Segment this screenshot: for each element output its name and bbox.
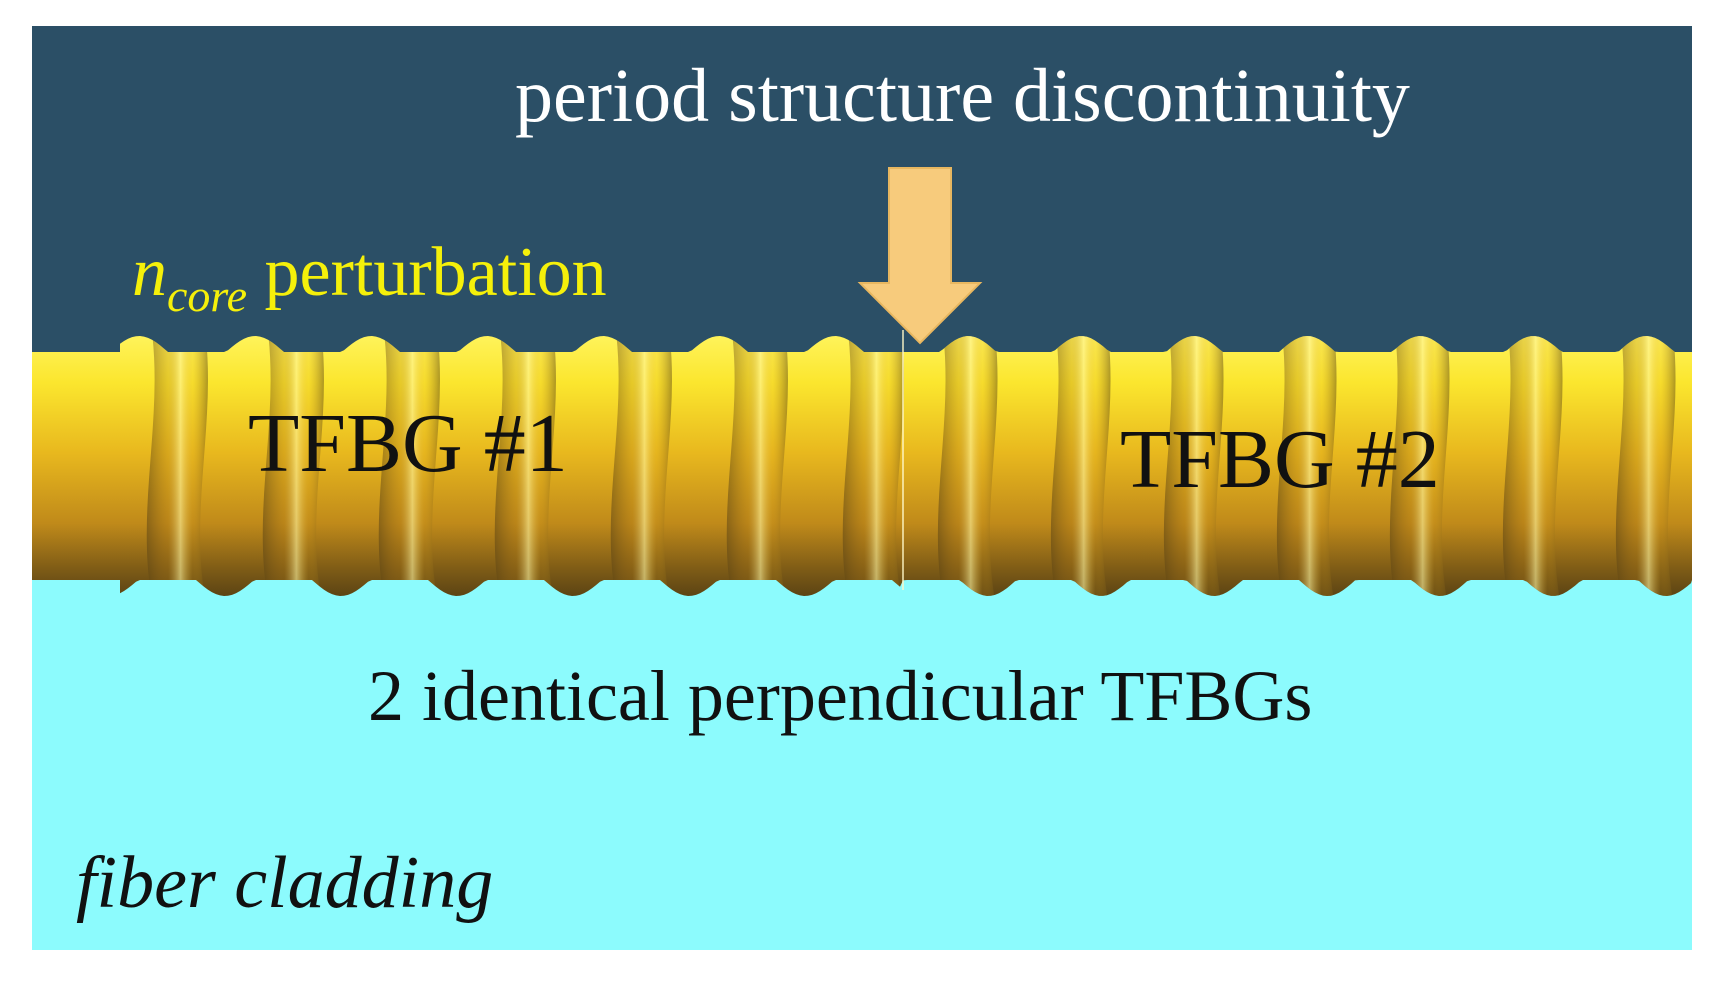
grating-ridge bbox=[937, 336, 998, 596]
grating-ridge bbox=[610, 336, 672, 596]
discontinuity-label: period structure discontinuity bbox=[515, 54, 1410, 138]
tfbg1-label: TFBG #1 bbox=[248, 397, 568, 490]
identical-tfbgs-label: 2 identical perpendicular TFBGs bbox=[368, 656, 1313, 736]
grating-ridge bbox=[494, 336, 556, 596]
perturbation-symbol: n bbox=[132, 234, 167, 311]
fiber-core bbox=[32, 330, 1692, 596]
grating-ridge bbox=[1276, 336, 1337, 596]
grating-ridge bbox=[1163, 336, 1224, 596]
grating-ridge bbox=[1389, 336, 1450, 596]
surrounding-medium bbox=[32, 26, 1692, 356]
grating-ridge bbox=[1615, 336, 1676, 596]
perturbation-label: ncore perturbation bbox=[132, 238, 607, 319]
perturbation-text: perturbation bbox=[264, 234, 607, 311]
grating-ridge bbox=[726, 336, 788, 596]
grating-ridge bbox=[262, 336, 324, 596]
perturbation-subscript: core bbox=[167, 270, 248, 321]
grating-ridges bbox=[146, 336, 1676, 596]
grating-ridge bbox=[1502, 336, 1563, 596]
tfbg2-label: TFBG #2 bbox=[1120, 413, 1440, 506]
grating-ridge bbox=[378, 336, 440, 596]
fiber-cladding-region bbox=[32, 560, 1692, 950]
grating-ridge bbox=[842, 336, 904, 596]
discontinuity-arrow-icon bbox=[857, 167, 983, 345]
grating-ridge bbox=[146, 336, 208, 596]
fiber-cladding-label: fiber cladding bbox=[76, 842, 494, 924]
grating-ridge bbox=[1050, 336, 1111, 596]
